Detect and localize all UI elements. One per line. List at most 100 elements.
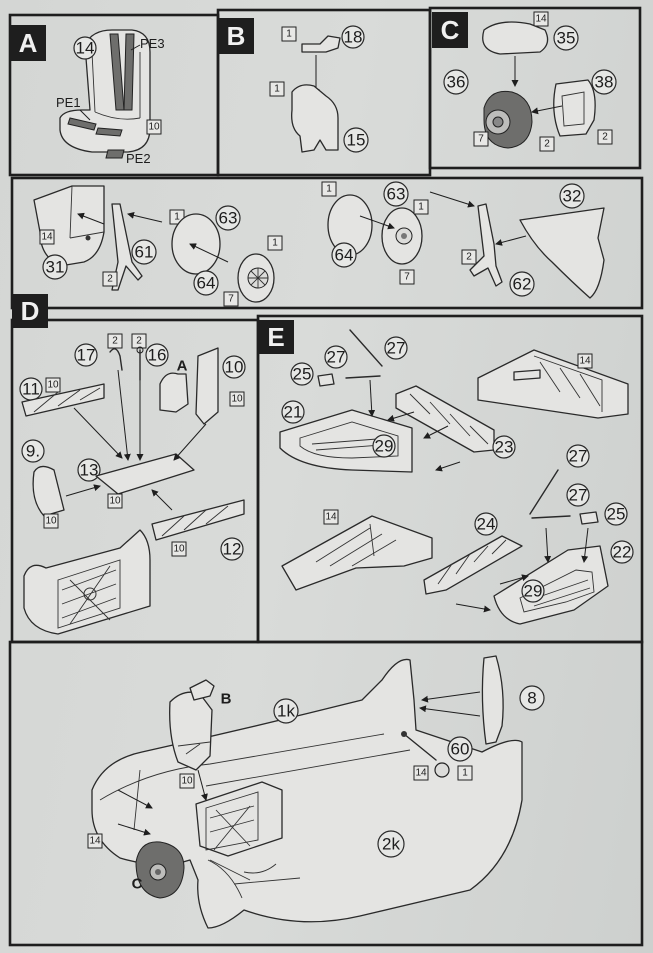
callout-w-63-label: 63: [219, 209, 238, 228]
callout-a-14-label: 14: [76, 39, 95, 58]
box-d-10b-label: 10: [231, 394, 243, 405]
callout-e-29-label: 29: [375, 437, 394, 456]
box-final-10: [179, 773, 195, 789]
box-e-14a: [577, 353, 593, 369]
box-final-14a-label: 14: [415, 768, 427, 779]
section-a-tag-bg: [10, 25, 46, 61]
callout-d-16-label: 16: [148, 346, 167, 365]
callout-e-27b: [324, 345, 348, 369]
box-d-2a-label: 2: [112, 336, 118, 347]
box-c-14-label: 14: [535, 14, 547, 25]
cockpit-assembled: [23, 529, 151, 635]
callout-e-27d-label: 27: [569, 486, 588, 505]
box-final-1-label: 1: [462, 768, 468, 779]
box-c-7-label: 7: [478, 134, 484, 145]
box-b-1-top: [281, 26, 297, 42]
callout-final-1k-label: 1k: [277, 702, 295, 721]
callout-e-22: [610, 540, 634, 564]
callout-c-36-label: 36: [447, 73, 466, 92]
box-wr-7-label: 7: [404, 272, 410, 283]
box-wr-1a: [321, 181, 337, 197]
section-b-tag: B: [227, 21, 246, 51]
part-e-assembled-2: [281, 515, 433, 591]
seat-belt-right: [123, 33, 135, 111]
callout-final-1k: [273, 698, 299, 724]
box-e-14b-label: 14: [325, 512, 337, 523]
callout-a-pe2: PE2: [126, 151, 151, 166]
box-e-14a-label: 14: [579, 356, 591, 367]
section-wheels-right: 1 63 1 32 64 7 2 62: [321, 181, 605, 299]
section-b: B 1 18 1 15: [218, 18, 369, 153]
callout-final-2k-label: 2k: [382, 835, 400, 854]
box-wr-1b: [413, 199, 429, 215]
callout-wr-62: [509, 271, 535, 297]
section-wheels-left: 14 1 63 61 31 2 1 64 7: [33, 185, 283, 307]
callout-c-38-label: 38: [595, 73, 614, 92]
box-w-14: [39, 229, 55, 245]
callout-wr-64-label: 64: [335, 246, 354, 265]
callout-b-18-label: 18: [344, 28, 363, 47]
part-31: [33, 185, 105, 267]
callout-e-22-label: 22: [613, 543, 632, 562]
box-b-1-label: 1: [274, 84, 280, 95]
part-63-disc: [171, 213, 221, 275]
floor-13: [95, 453, 195, 495]
box-d-10e-label: 10: [173, 544, 185, 555]
callout-e-27c-label: 27: [569, 447, 588, 466]
callout-c-36: [443, 69, 469, 95]
frame-wheels: [10, 176, 644, 310]
callout-e-29b: [521, 579, 545, 603]
callout-d-9-label: 9.: [26, 442, 40, 461]
box-d-10a-label: 10: [47, 380, 59, 391]
box-a-10-label: 10: [148, 122, 160, 133]
section-a-tag: A: [19, 28, 38, 58]
box-d-10e: [171, 541, 187, 557]
box-c-2a-label: 2: [544, 139, 550, 150]
callout-final-8-label: 8: [527, 689, 536, 708]
box-d-2b: [131, 333, 147, 349]
sub-assembly-c-ref: C: [132, 876, 143, 893]
callout-d-16: [145, 343, 169, 367]
box-d-10a: [45, 377, 61, 393]
part-62: [469, 203, 503, 287]
callout-e-23: [492, 435, 516, 459]
callout-d-10: [222, 355, 246, 379]
sub-assembly-a-ref: A: [177, 358, 188, 375]
bulkhead-10: [195, 347, 219, 425]
part-9: [32, 465, 65, 517]
callout-e-27a: [384, 336, 408, 360]
callout-final-2k: [377, 830, 405, 858]
callout-c-35-label: 35: [557, 29, 576, 48]
section-c-tag: C: [441, 15, 460, 45]
callout-wr-32: [559, 183, 585, 209]
callout-final-60-label: 60: [451, 740, 470, 759]
section-d: D 2 2 17 16 A 10 11 10 10 9. 13: [12, 294, 246, 635]
callout-a-pe3: PE3: [140, 36, 165, 51]
box-wr-2-label: 2: [466, 252, 472, 263]
callout-d-17: [74, 343, 98, 367]
part-25: [317, 373, 335, 387]
callout-b-15: [343, 127, 369, 153]
seat-a-placed: [159, 372, 189, 413]
box-wr-2: [461, 249, 477, 265]
section-e-tag: E: [267, 322, 284, 352]
box-w-1b-label: 1: [272, 238, 278, 249]
box-w-2: [102, 271, 118, 287]
callout-e-24: [474, 512, 498, 536]
box-d-10d: [43, 513, 59, 529]
side-frame-11: [21, 383, 105, 417]
box-final-10-label: 10: [181, 776, 193, 787]
box-wr-1a-label: 1: [326, 184, 332, 195]
box-d-2b-label: 2: [136, 336, 142, 347]
callout-d-11-label: 11: [22, 380, 40, 399]
section-a: A 14 PE3 PE1 10 PE2: [10, 25, 165, 166]
callout-e-27d: [566, 483, 590, 507]
box-a-10: [146, 119, 162, 135]
part-25b: [579, 511, 599, 525]
part-32: [519, 207, 605, 299]
box-d-10c: [107, 493, 123, 509]
callout-w-64: [193, 270, 219, 296]
part-38: [553, 79, 596, 137]
